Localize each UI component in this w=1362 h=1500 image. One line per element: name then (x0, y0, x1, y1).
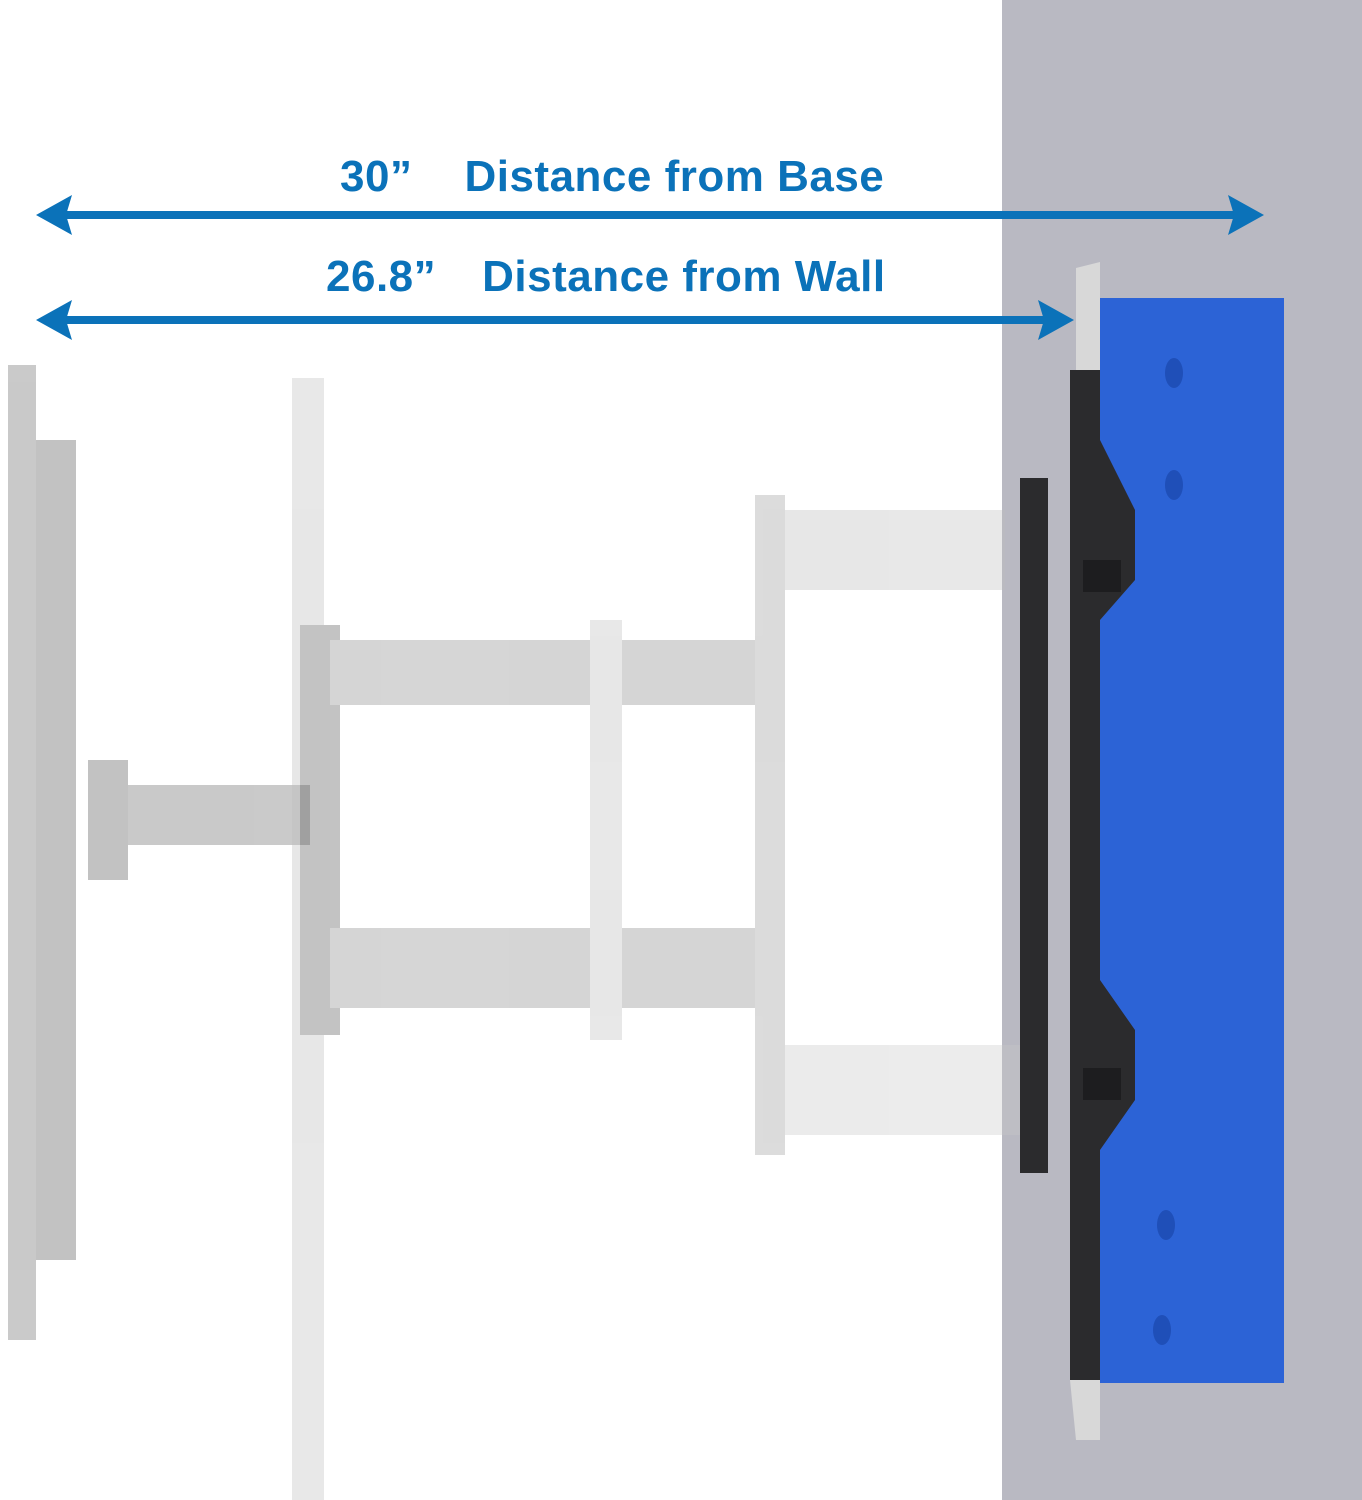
wall-distance-text: Distance from Wall (482, 252, 886, 301)
extended-position-ghost (8, 365, 310, 1340)
wall-distance-value: 26.8” (326, 252, 437, 301)
base-distance-text: Distance from Base (464, 152, 885, 201)
base-distance-label: 30” Distance from Base (340, 152, 884, 202)
wall-distance-label: 26.8” Distance from Wall (326, 252, 886, 302)
wall-plate (1100, 298, 1284, 1383)
base-distance-value: 30” (340, 152, 413, 201)
tv-bracket (1020, 262, 1135, 1440)
base-distance-arrow-icon (36, 195, 1264, 235)
wall-distance-arrow-icon (36, 300, 1074, 340)
mid-position-ghost (292, 378, 1045, 1500)
